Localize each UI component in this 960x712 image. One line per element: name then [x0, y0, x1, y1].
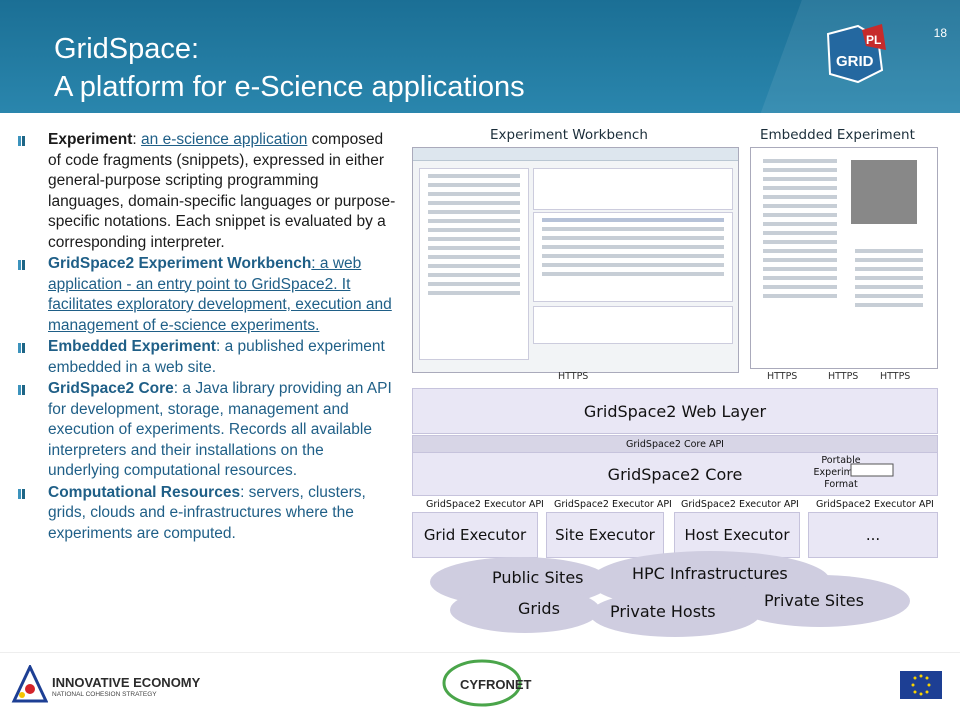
bullet-experiment: Experiment: an e-science application com… [18, 130, 398, 253]
pl-grid-logo: PL GRID [826, 24, 886, 84]
core-api-label: GridSpace2 Core API [626, 438, 724, 450]
bullet-workbench: GridSpace2 Experiment Workbench: a web a… [18, 254, 398, 336]
bullet-link[interactable]: : a web application - an entry point to … [48, 255, 392, 334]
slide-header: GridSpace: A platform for e-Science appl… [0, 0, 960, 113]
host-executor-box: Host Executor [674, 512, 800, 558]
bullet-embedded: Embedded Experiment: a published experim… [18, 337, 398, 378]
innovative-economy-subtitle: NATIONAL COHESION STRATEGY [52, 691, 157, 698]
bullet-term: Experiment [48, 131, 133, 148]
other-executor-box: ... [808, 512, 938, 558]
https-label: HTTPS [828, 371, 859, 382]
bullet-term: GridSpace2 Core [48, 380, 174, 397]
core-label: GridSpace2 Core [607, 464, 743, 484]
resource-cloud [730, 575, 910, 627]
resource-label: Private Sites [764, 591, 864, 610]
grid-executor-box: Grid Executor [412, 512, 538, 558]
bullet-resources: Computational Resources: servers, cluste… [18, 483, 398, 545]
bullet-link[interactable]: an e-science application [141, 131, 308, 148]
bullet-term: Computational Resources [48, 483, 241, 501]
resource-label: HPC Infrastructures [632, 564, 788, 583]
page-number: 18 [933, 26, 947, 40]
innovative-economy-title: INNOVATIVE ECONOMY [52, 675, 201, 690]
bullet-icon [18, 343, 26, 353]
caption-embedded: Embedded Experiment [760, 127, 915, 143]
bullet-text: composed of code fragments (snippets), e… [48, 131, 396, 251]
svg-text:PL: PL [866, 33, 881, 47]
architecture-diagram: Experiment Workbench Embedded Experiment… [410, 125, 940, 650]
bullet-list: Experiment: an e-science application com… [18, 130, 398, 545]
bullet-icon [18, 385, 26, 395]
workbench-screenshot [412, 147, 739, 373]
resource-label: Private Hosts [610, 602, 716, 621]
resource-label: Grids [518, 599, 560, 618]
title-line-2: A platform for e-Science applications [54, 71, 525, 103]
bullet-text: : servers, clusters, grids, clouds and e… [48, 483, 366, 542]
bullet-text: : a published experiment embedded in a w… [48, 338, 385, 376]
cyfronet-logo [442, 659, 522, 707]
bullet-icon [18, 488, 26, 499]
https-label: HTTPS [558, 371, 589, 382]
resource-label: Public Sites [492, 568, 584, 587]
eu-flag-icon [900, 671, 942, 699]
bullet-icon [18, 136, 26, 146]
executor-api-label: GridSpace2 Executor API [816, 499, 934, 510]
slide-footer: INNOVATIVE ECONOMY NATIONAL COHESION STR… [0, 652, 960, 712]
title-line-1: GridSpace: [54, 33, 200, 65]
cyfronet-label: CYFRONET [460, 677, 532, 692]
https-label: HTTPS [880, 371, 911, 382]
bullet-text: : a Java library providing an API for de… [48, 380, 392, 479]
executor-api-label: GridSpace2 Executor API [681, 499, 799, 510]
resource-cloud [450, 587, 600, 633]
embedded-screenshot [750, 147, 938, 369]
bullet-term: Embedded Experiment [48, 338, 216, 355]
bullet-core: GridSpace2 Core: a Java library providin… [18, 379, 398, 482]
bullet-icon [18, 260, 26, 270]
https-label: HTTPS [767, 371, 798, 382]
core-box: GridSpace2 Core [412, 452, 938, 496]
innovative-economy-logo-icon [11, 665, 48, 703]
site-executor-box: Site Executor [546, 512, 664, 558]
web-layer-box: GridSpace2 Web Layer [412, 388, 938, 434]
slide-title: GridSpace: A platform for e-Science appl… [54, 30, 525, 106]
web-layer-label: GridSpace2 Web Layer [583, 401, 767, 421]
executor-api-label: GridSpace2 Executor API [554, 499, 672, 510]
executor-api-label: GridSpace2 Executor API [426, 499, 544, 510]
svg-text:GRID: GRID [836, 53, 874, 70]
bullet-term: GridSpace2 Experiment Workbench [48, 255, 312, 272]
core-api-bar: GridSpace2 Core API [412, 435, 938, 453]
caption-workbench: Experiment Workbench [490, 127, 648, 143]
portable-format-label: Portable Experiment Format [813, 455, 869, 490]
document-icon [850, 463, 894, 477]
